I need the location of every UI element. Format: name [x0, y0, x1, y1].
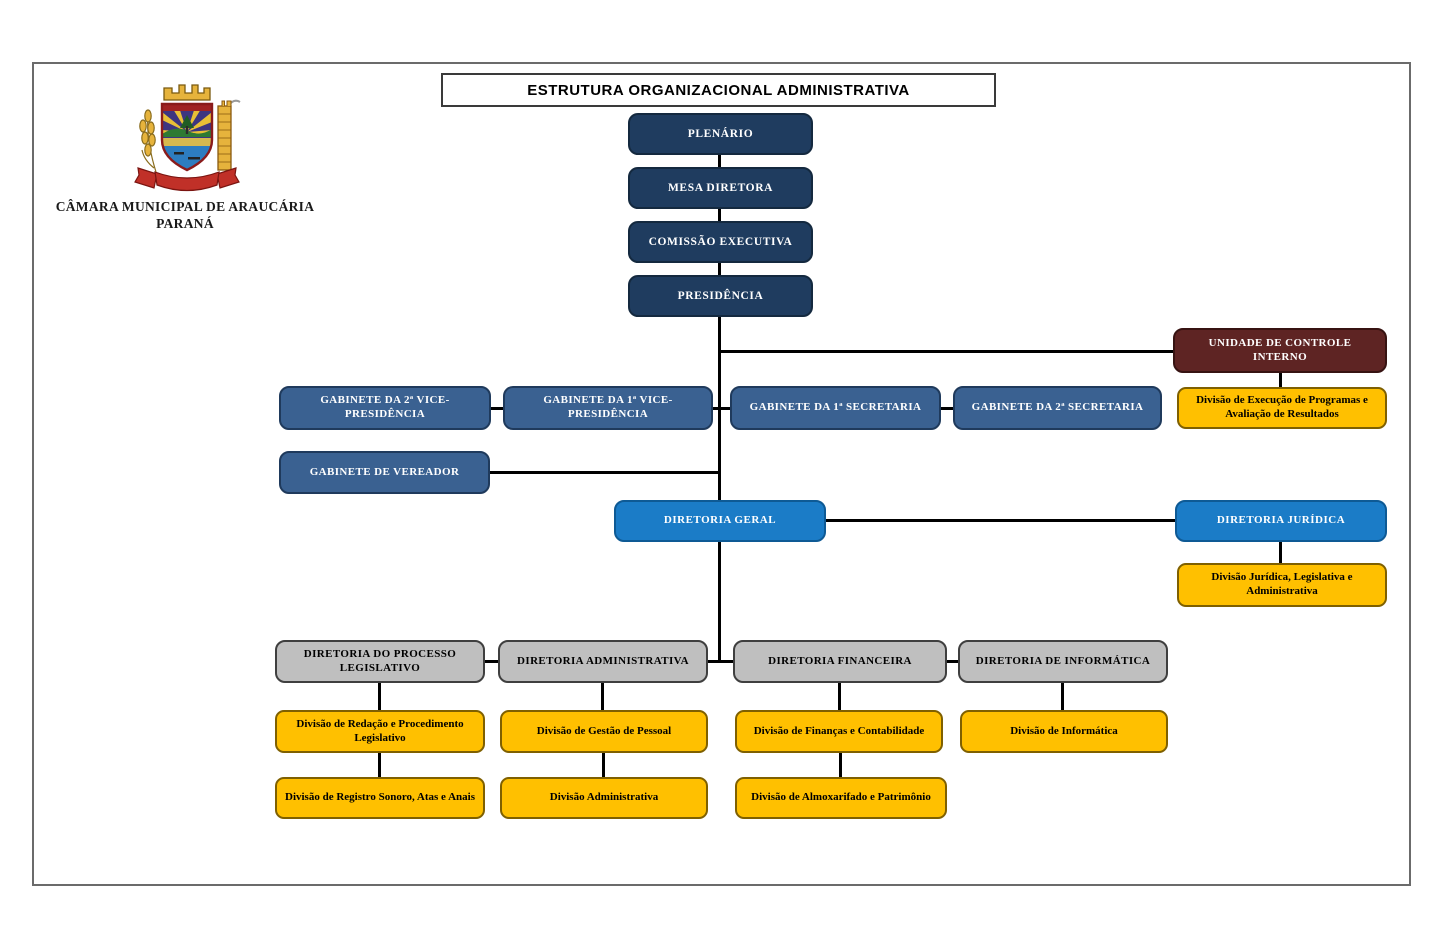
node-diretoria-administrativa: DIRETORIA ADMINISTRATIVA: [498, 640, 708, 683]
coat-of-arms-icon: [124, 80, 250, 196]
connector-line: [485, 660, 498, 663]
connector-line: [826, 519, 1175, 522]
connector-line: [713, 407, 730, 410]
connector-line: [718, 209, 721, 221]
connector-line: [1061, 683, 1064, 710]
connector-line: [839, 753, 842, 777]
node-gab-vereador: GABINETE DE VEREADOR: [279, 451, 490, 494]
connector-line: [490, 471, 720, 474]
connector-line: [602, 753, 605, 777]
node-div-gestao-pessoal: Divisão de Gestão de Pessoal: [500, 710, 708, 753]
node-diretoria-processo-legislativo: DIRETORIA DO PROCESSO LEGISLATIVO: [275, 640, 485, 683]
node-div-juridica-legislativa-administrativa: Divisão Jurídica, Legislativa e Administ…: [1177, 563, 1387, 607]
node-unidade-controle-interno: UNIDADE DE CONTROLE INTERNO: [1173, 328, 1387, 373]
node-gab-1-vice-presidencia: GABINETE DA 1ª VICE-PRESIDÊNCIA: [503, 386, 713, 430]
connector-line: [1279, 373, 1282, 387]
connector-line: [1279, 542, 1282, 563]
node-div-registro-sonoro: Divisão de Registro Sonoro, Atas e Anais: [275, 777, 485, 819]
node-diretoria-geral: DIRETORIA GERAL: [614, 500, 826, 542]
node-div-execucao-programas: Divisão de Execução de Programas e Avali…: [1177, 387, 1387, 429]
node-mesa-diretora: MESA DIRETORA: [628, 167, 813, 209]
connector-line: [718, 263, 721, 275]
node-div-administrativa: Divisão Administrativa: [500, 777, 708, 819]
node-diretoria-informatica: DIRETORIA DE INFORMÁTICA: [958, 640, 1168, 683]
node-div-informatica: Divisão de Informática: [960, 710, 1168, 753]
node-diretoria-juridica: DIRETORIA JURÍDICA: [1175, 500, 1387, 542]
connector-line: [378, 753, 381, 777]
connector-line: [718, 542, 721, 662]
org-name-line1: CÂMARA MUNICIPAL DE ARAUCÁRIA: [55, 199, 315, 214]
org-name-line2: PARANÁ: [156, 216, 214, 231]
node-gab-2-secretaria: GABINETE DA 2ª SECRETARIA: [953, 386, 1162, 430]
page-title: ESTRUTURA ORGANIZACIONAL ADMINISTRATIVA: [441, 73, 996, 107]
connector-line: [941, 407, 953, 410]
node-plenario: PLENÁRIO: [628, 113, 813, 155]
connector-line: [838, 683, 841, 710]
connector-line: [378, 683, 381, 710]
node-div-redacao-procedimento: Divisão de Redação e Procedimento Legisl…: [275, 710, 485, 753]
connector-line: [720, 350, 1173, 353]
connector-line: [708, 660, 733, 663]
node-gab-2-vice-presidencia: GABINETE DA 2ª VICE-PRESIDÊNCIA: [279, 386, 491, 430]
connector-line: [947, 660, 958, 663]
connector-line: [718, 155, 721, 167]
node-div-financas-contabilidade: Divisão de Finanças e Contabilidade: [735, 710, 943, 753]
node-presidencia: PRESIDÊNCIA: [628, 275, 813, 317]
org-name: CÂMARA MUNICIPAL DE ARAUCÁRIA PARANÁ: [35, 198, 335, 232]
node-diretoria-financeira: DIRETORIA FINANCEIRA: [733, 640, 947, 683]
node-div-almoxarifado-patrimonio: Divisão de Almoxarifado e Patrimônio: [735, 777, 947, 819]
connector-line: [491, 407, 503, 410]
node-comissao-executiva: COMISSÃO EXECUTIVA: [628, 221, 813, 263]
connector-line: [601, 683, 604, 710]
node-gab-1-secretaria: GABINETE DA 1ª SECRETARIA: [730, 386, 941, 430]
